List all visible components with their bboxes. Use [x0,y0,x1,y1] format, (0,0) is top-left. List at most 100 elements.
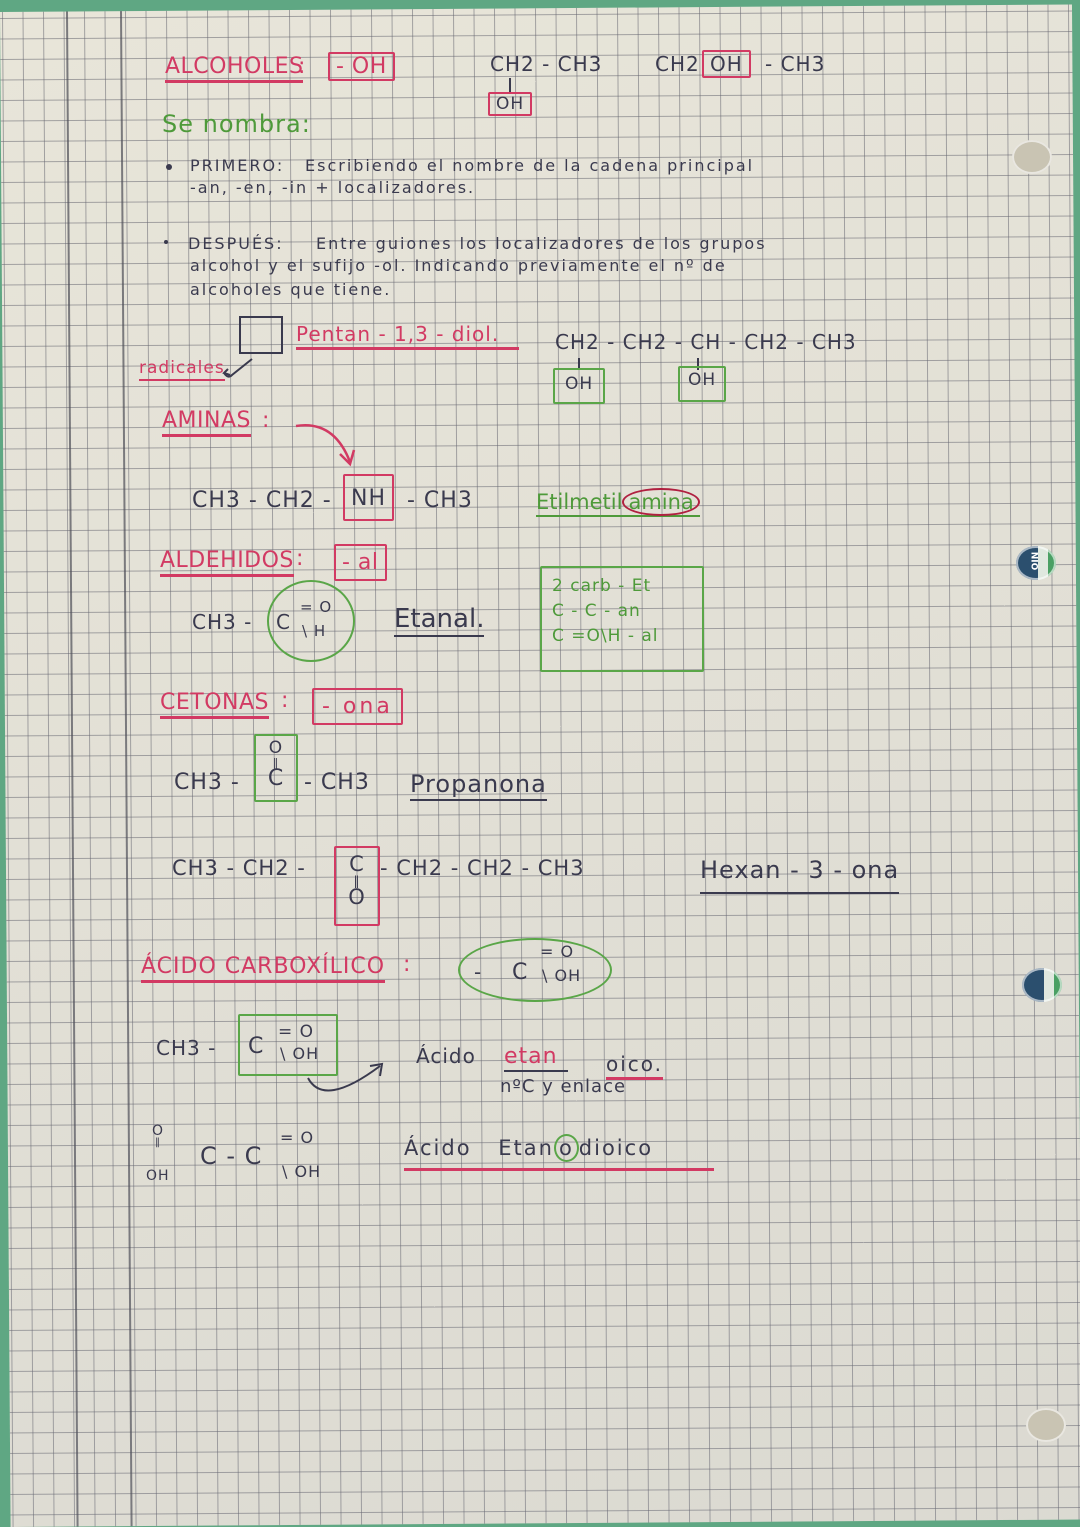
check-arrow-icon [222,358,253,378]
aldehyde-note-box: 2 carb - Et C - C - an C =O\H - al [540,566,704,672]
carboxyl-o: = O [540,942,575,961]
aldehyde-name-etanal: Etanal. [394,604,485,637]
aldehyde-h: \ H [302,622,327,640]
acid2-left-oh: OH [146,1168,170,1184]
amine-formula-right: - CH3 [407,488,473,513]
double-bond: ‖ [272,756,280,769]
acid1-note: nºC y enlace [500,1076,627,1097]
amine-name-prefix: Etilmetil [536,490,623,514]
note-line-1: 2 carb - Et [552,576,652,596]
bond-line [509,78,511,92]
acid2-circled-o: o [553,1134,579,1162]
ketone2-name-hexan-3-ona: Hexan - 3 - ona [700,856,900,894]
colon: : [296,546,304,571]
alcohol-example2-left: CH2 [655,52,700,76]
double-bond: ‖ [353,874,361,888]
acid1-c: C [248,1034,265,1059]
alcohol-example1-chain: CH2 - CH3 [490,52,603,76]
amine-nh-group: NH [343,474,394,521]
ketone2-o: O [348,885,366,909]
acid2-o: O [152,1123,165,1139]
diol-chain: CH2 - CH2 - CH - CH2 - CH3 [555,330,857,354]
acid1-o: = O [278,1022,315,1042]
amine-suffix-circled: amina [622,488,700,516]
step1-line2: -an, -en, -in + localizadores. [190,178,476,197]
ketone1-right: - CH3 [304,770,370,795]
bullet [164,240,168,244]
colon: : [262,408,270,433]
section-title-aminas: AMINAS [162,408,251,437]
note-line-3: C =O\H - al [552,626,659,646]
bullet [166,164,172,170]
binder-hole-4 [1026,1408,1066,1442]
carboxyl-group-oval [458,938,612,1002]
ketone1-carbonyl-box: O ‖ C [254,734,298,802]
margin-line-left [65,11,79,1527]
colon: : [403,952,411,977]
carboxyl-c: C [512,960,529,985]
acid2-name-etan: Etan [498,1136,554,1160]
ketone2-carbonyl-box: C ‖ O [334,846,380,926]
ketone1-name-propanona: Propanona [410,770,547,801]
aldehyde-group-circle [267,580,355,662]
carboxyl-dash: - [474,960,483,984]
alcohol-example2-oh: OH [702,50,751,78]
alcohol-example1-oh: OH [488,92,533,116]
se-nombra-heading: Se nombra: [162,110,311,138]
diol-oh-1: OH [553,368,606,404]
diol-oh-2: OH [678,366,727,402]
acid2-c-c: C - C [200,1142,263,1170]
step2-line2: alcohol y el sufijo -ol. Indicando previ… [190,256,727,275]
ketone2-right: - CH2 - CH2 - CH3 [380,856,585,880]
section-title-aldehidos: ALDEHIDOS [160,548,294,577]
colon: : [281,688,289,713]
acid2-name-dioico: dioico [578,1136,654,1160]
carboxyl-oh: \ OH [542,966,582,985]
binder-hole-1 [1012,140,1052,174]
note-line-2: C - C - an [552,601,641,621]
ketone1-o: O [268,738,284,758]
acid1-left: CH3 - [156,1036,217,1060]
functional-group-ona: - ona [312,688,403,725]
radicales-label: radicales [139,358,225,381]
acid1-carboxyl-box [238,1014,338,1076]
amine-formula-left: CH3 - CH2 - [192,488,332,513]
margin-line-inner [119,11,133,1527]
acid1-oh: \ OH [280,1044,320,1063]
step2-label: DESPUÉS: [188,234,284,253]
binder-hole-labeled: NIO [1016,546,1056,580]
double-bond: ‖ [155,1137,162,1148]
grid-paper-sheet [0,4,1080,1527]
ketone1-c: C [267,766,285,791]
binder-hole-3 [1022,968,1062,1002]
section-title-cetonas: CETONAS [160,690,269,719]
step2-line1: Entre guiones los localizadores de los g… [316,234,767,253]
acid1-root-etan: etan [504,1044,568,1072]
aldehyde-o: = O [300,598,333,616]
step1-label: PRIMERO: [190,156,285,175]
bond-line [578,358,580,370]
colon: : [298,54,306,79]
aldehyde-c: C [276,610,291,634]
radical-square-marker [239,316,283,354]
example-name-pentan-diol: Pentan - 1,3 - diol. [296,322,520,350]
acid2-right-o: = O [280,1128,315,1147]
ketone1-left: CH3 - [174,770,240,795]
bond-line [697,358,699,370]
ketone2-left: CH3 - CH2 - [172,856,306,880]
acid2-word-acido: Ácido [404,1136,472,1160]
section-title-alcoholes: ALCOHOLES [165,54,304,83]
curved-arrow-icon [307,1062,384,1092]
curved-arrow-icon [295,424,356,467]
ketone2-c: C [349,852,365,876]
step2-line3: alcoholes que tiene. [190,280,392,299]
acid1-suffix-oico: oico. [606,1052,664,1080]
functional-group-oh: - OH [328,52,395,81]
binder-label: NIO [1028,551,1039,571]
step1-line1: Escribiendo el nombre de la cadena princ… [305,156,755,175]
section-title-acido-carboxilico: ÁCIDO CARBOXÍLICO [141,954,386,983]
functional-group-al: - al [334,544,387,581]
acid1-word-acido: Ácido [416,1044,476,1068]
